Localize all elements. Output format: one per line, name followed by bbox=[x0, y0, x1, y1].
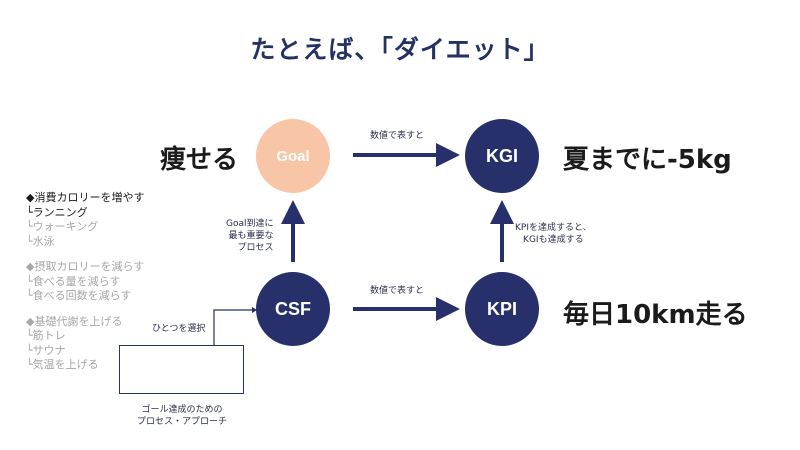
kpi-to-kgi-note: KPIを達成すると、 KGIも達成する bbox=[515, 222, 592, 246]
list-item: └気温を上げる bbox=[26, 358, 99, 371]
arrow-label-csf-kpi: 数値で表すと bbox=[370, 286, 425, 296]
kpi-to-kgi-line-1: KPIを達成すると、 bbox=[515, 223, 592, 233]
process-caption-line-2: プロセス・アプローチ bbox=[136, 417, 227, 427]
kgi-text: 夏までに-5kg bbox=[563, 145, 732, 175]
list-item: ◆消費カロリーを増やす bbox=[26, 191, 145, 204]
approach-list: ◆消費カロリーを増やす └ランニング └ウォーキング └水泳 ◆摂取カロリーを減… bbox=[26, 191, 144, 373]
kpi-node: KPI bbox=[465, 272, 539, 346]
process-caption: ゴール達成のための プロセス・アプローチ bbox=[114, 404, 250, 428]
kpi-text: 毎日10km走る bbox=[563, 300, 748, 330]
list-item: └ランニング bbox=[26, 205, 88, 219]
list-item: └ウォーキング bbox=[26, 220, 99, 233]
csf-to-goal-line-2: 最も重要な bbox=[228, 231, 274, 241]
arrow-label-goal-kgi: 数値で表すと bbox=[370, 131, 425, 141]
list-item: └食べる量を減らす bbox=[26, 274, 121, 288]
list-item: └サウナ bbox=[26, 343, 66, 357]
kgi-node: KGI bbox=[465, 119, 539, 193]
list-item: ◆摂取カロリーを減らす bbox=[26, 260, 145, 273]
connector-process-to-csf bbox=[213, 309, 252, 345]
list-item: └水泳 bbox=[26, 234, 55, 248]
goal-text: 痩せる bbox=[160, 145, 239, 175]
select-one-label: ひとつを選択 bbox=[152, 324, 206, 334]
csf-node: CSF bbox=[256, 272, 330, 346]
process-box bbox=[119, 345, 244, 394]
list-item: └筋トレ bbox=[26, 329, 66, 342]
csf-to-goal-note: Goal到達に 最も重要な プロセス bbox=[226, 218, 274, 254]
csf-to-goal-line-1: Goal到達に bbox=[226, 219, 274, 229]
goal-node: Goal bbox=[256, 119, 330, 193]
page-title: たとえば、「ダイエット」 bbox=[250, 35, 550, 64]
list-item: └食べる回数を減らす bbox=[26, 289, 132, 302]
process-caption-line-1: ゴール達成のための bbox=[141, 405, 223, 415]
csf-to-goal-line-3: プロセス bbox=[237, 243, 274, 253]
list-item: ◆基礎代謝を上げる bbox=[26, 314, 123, 328]
kpi-to-kgi-line-2: KGIも達成する bbox=[523, 235, 584, 245]
